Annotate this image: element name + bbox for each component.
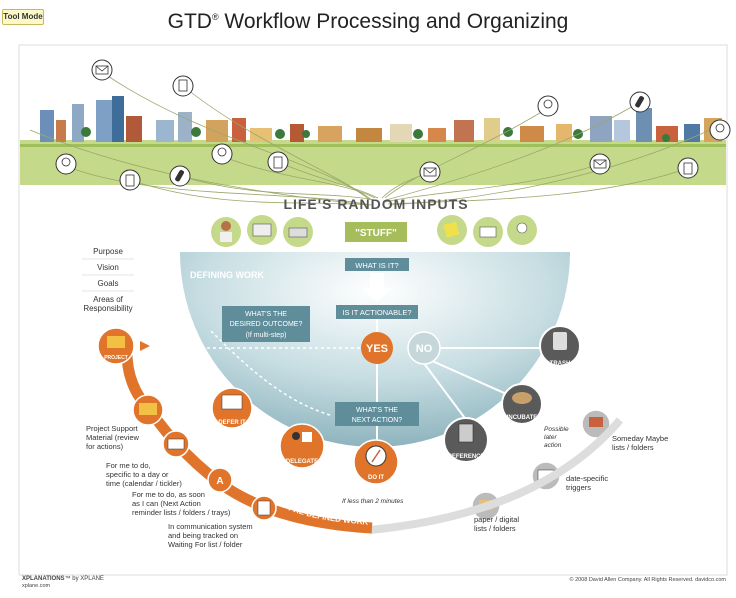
incubate-label: INCUBATE	[507, 415, 538, 421]
file-cabinet-icon	[458, 423, 474, 443]
yes-label: YES	[366, 343, 388, 355]
date-specific-label: date-specific triggers	[566, 474, 609, 492]
outcome-line2: DESIRED OUTCOME?	[230, 321, 303, 328]
what-is-it-box	[345, 258, 409, 271]
phone-icon	[169, 165, 191, 187]
orange-arc	[121, 343, 373, 534]
calendar-label: For me to do, specific to a day or time …	[106, 461, 182, 488]
folder-icon	[589, 417, 603, 427]
folder-icon	[107, 336, 125, 348]
project-support-label: Project Support Material (review for act…	[86, 424, 139, 451]
document-icon	[172, 75, 194, 97]
lightbulb-icon	[211, 143, 233, 165]
actionable-box	[336, 305, 418, 319]
person-icon	[292, 432, 300, 440]
calendar-icon	[167, 438, 185, 450]
next-action-list-label: For me to do, as soon as I can (Next Act…	[132, 490, 231, 517]
tool-mode-badge[interactable]: Tool Mode	[2, 9, 44, 25]
page-title: GTD® Workflow Processing and Organizing	[0, 10, 736, 34]
title-rest: Workflow Processing and Organizing	[218, 10, 569, 33]
folder-icon	[139, 403, 157, 415]
defer-label: DEFER IT	[218, 420, 246, 426]
do-it-label: DO IT	[368, 475, 384, 481]
document-icon	[677, 157, 699, 179]
footer-site: xplane.com	[22, 583, 51, 589]
phone-icon	[629, 91, 651, 113]
title-reg-mark: ®	[211, 12, 219, 22]
no-node	[407, 331, 441, 365]
project-label: PROJECT	[104, 355, 128, 361]
envelope-icon	[91, 59, 113, 81]
brand-tm: ™	[64, 576, 71, 582]
waiting-label: In communication system and being tracke…	[168, 522, 253, 549]
someday-label: Someday Maybe lists / folders	[612, 434, 669, 452]
horizon-areas: Areas of Responsibility	[76, 295, 140, 313]
a-letter: A	[216, 476, 223, 487]
down-arrow	[362, 273, 392, 302]
grey-arc	[369, 417, 624, 534]
trash-label: TRASH	[550, 361, 571, 367]
trash-can-icon	[553, 332, 567, 350]
document-icon	[302, 432, 312, 442]
horizon-purpose: Purpose	[93, 247, 123, 256]
stuff-row: "STUFF"	[211, 215, 537, 247]
stuff-box	[345, 222, 407, 242]
footer-copyright: © 2008 David Allen Company. All Rights R…	[569, 577, 726, 583]
next-line2: NEXT ACTION?	[352, 417, 403, 424]
brand-name: XPLANATIONS	[22, 576, 65, 582]
calendar-icon	[221, 394, 243, 410]
brand-by: by XPLANE	[70, 576, 104, 582]
outcome-line3: (If multi-step)	[246, 332, 287, 339]
delegate-label: DELEGATE	[286, 459, 318, 465]
areas-line1: Areas of	[93, 295, 123, 304]
footer-brand: XPLANATIONS™ by XPLANE	[22, 576, 104, 582]
reference-label: REFERENCE	[447, 454, 484, 460]
what-is-it-label: WHAT IS IT?	[355, 261, 398, 270]
lightbulb-icon	[537, 95, 559, 117]
horizon-vision: Vision	[97, 263, 119, 272]
stuff-label: "STUFF"	[355, 228, 397, 239]
horizon-goals: Goals	[97, 279, 119, 288]
project-arrowhead	[140, 341, 150, 351]
lightbulb-icon	[709, 119, 731, 141]
outcome-box	[222, 306, 310, 342]
nest-icon	[512, 392, 532, 404]
yes-node	[361, 332, 393, 364]
envelope-icon	[419, 161, 441, 183]
less-than-2-min-label: If less than 2 minutes	[342, 498, 404, 505]
delegate-node	[279, 423, 325, 469]
document-icon	[119, 169, 141, 191]
paper-digital-label: paper / digital lists / folders	[474, 515, 520, 533]
outcome-line1: WHAT'S THE	[245, 311, 287, 318]
input-flow-lines	[29, 71, 711, 206]
inputs-heading: LIFE'S RANDOM INPUTS	[283, 196, 468, 212]
diagram-frame	[18, 44, 728, 576]
ground-line	[20, 144, 726, 147]
next-action-list-node	[207, 467, 233, 493]
document-icon	[257, 500, 271, 516]
actionable-label: IS IT ACTIONABLE?	[342, 308, 411, 317]
floating-inputs	[55, 59, 731, 191]
city-skyline	[40, 96, 722, 142]
no-label: NO	[416, 343, 433, 355]
defining-work-heading: DEFINING WORK	[190, 270, 264, 280]
next-action-box	[335, 402, 419, 426]
horizon-lines	[82, 258, 134, 292]
document-icon	[267, 151, 289, 173]
lightbulb-icon	[55, 153, 77, 175]
areas-line2: Responsibility	[83, 304, 133, 313]
title-gtd: GTD	[167, 10, 212, 33]
envelope-icon	[589, 153, 611, 175]
possible-later-label: Possible later action	[544, 426, 569, 449]
next-line1: WHAT'S THE	[356, 407, 398, 414]
dashed-curve	[209, 329, 331, 416]
